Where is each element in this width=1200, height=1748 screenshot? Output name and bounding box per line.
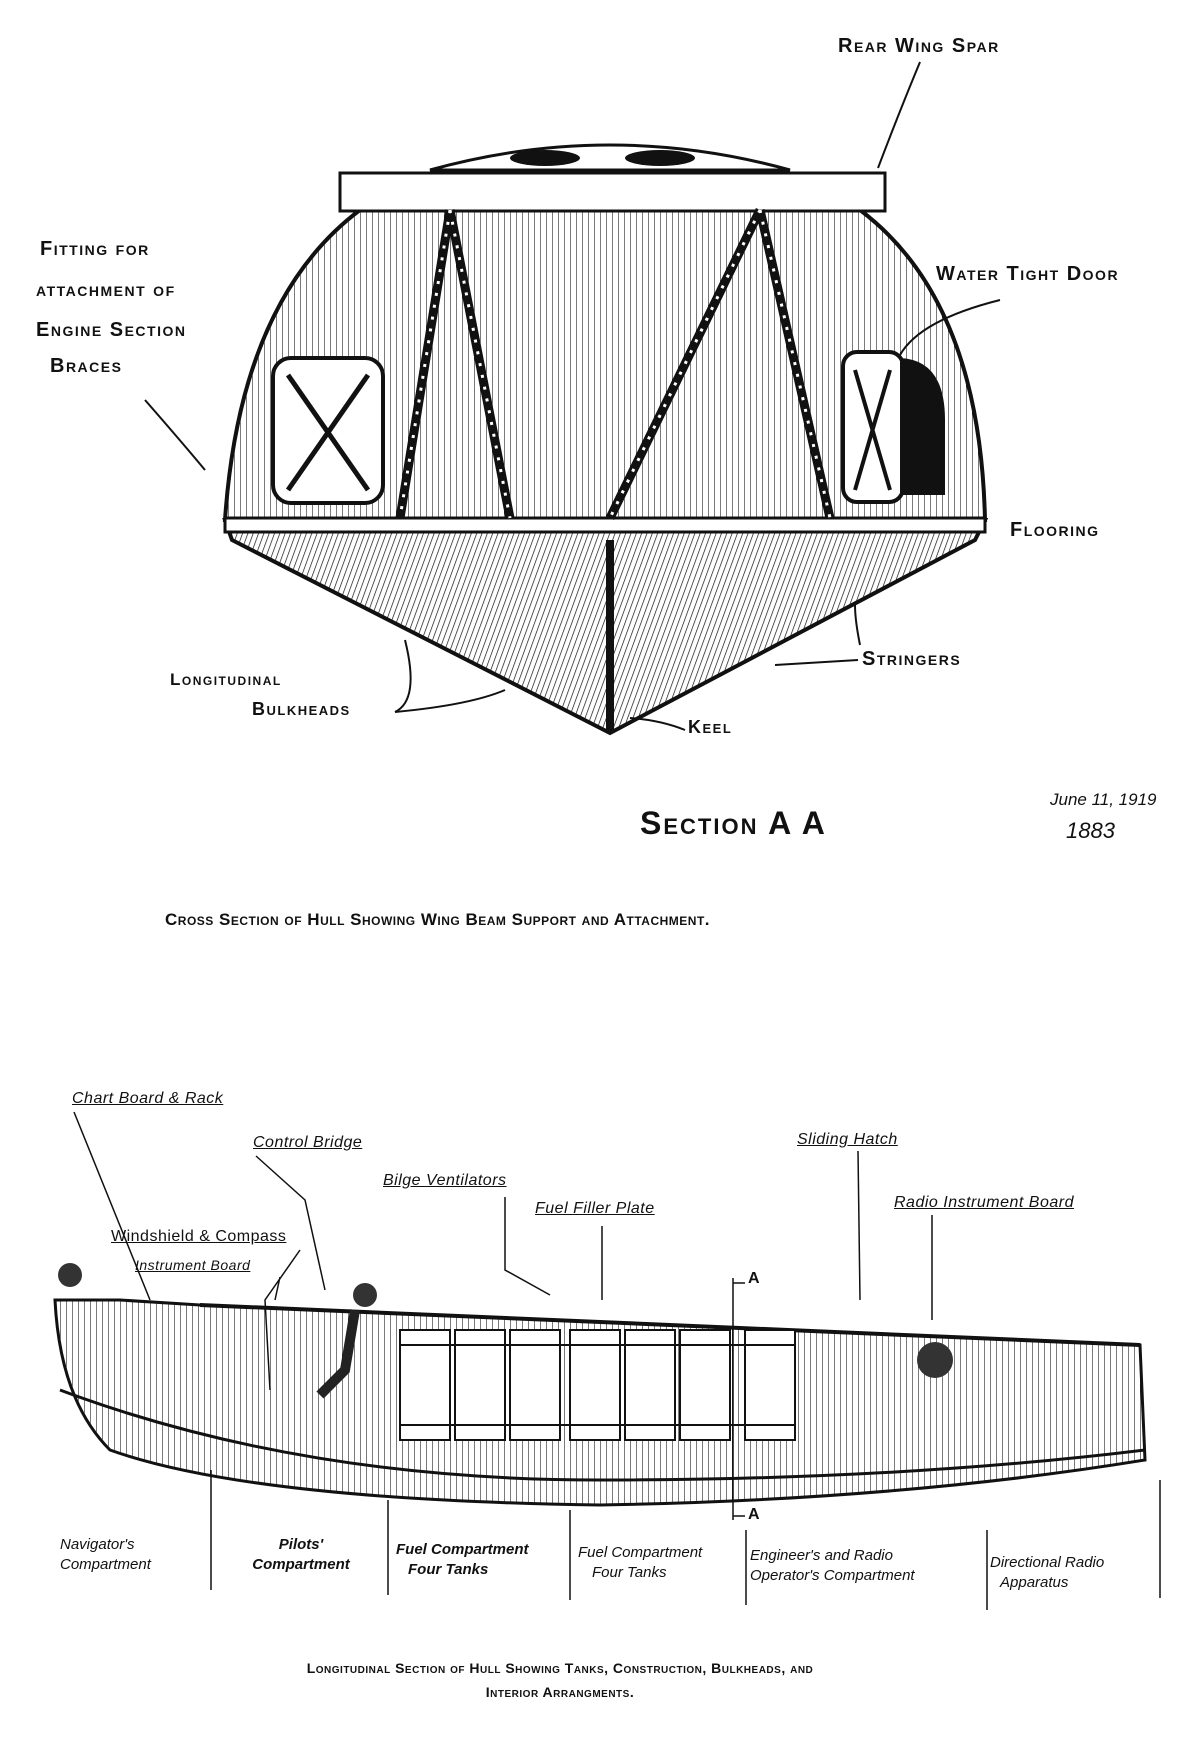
- compartment-label: Four Tanks: [408, 1561, 489, 1579]
- compartment-dividers: [210, 1470, 1161, 1610]
- drawing-number: 1883: [1066, 818, 1115, 843]
- label-fitting-line2: attachment of: [36, 279, 176, 301]
- label-fitting-line3: Engine Section: [36, 319, 187, 341]
- cross-section-hull: [222, 143, 989, 736]
- label-longitudinal: Longitudinal: [170, 670, 282, 689]
- label-keel: Keel: [688, 717, 733, 737]
- section-marker-top: A: [748, 1270, 760, 1287]
- longitudinal-caption-line2: Interior Arrangments.: [485, 1684, 635, 1700]
- label-control-bridge: Control Bridge: [253, 1134, 363, 1151]
- compartment-label: Navigator's: [60, 1536, 135, 1553]
- compartment-label: Pilots': [278, 1536, 324, 1553]
- label-water-tight-door: Water Tight Door: [936, 263, 1120, 285]
- compartment-label: Directional Radio: [990, 1554, 1105, 1571]
- leader-lines: [144, 61, 1001, 731]
- compartment-label: Compartment: [252, 1556, 350, 1574]
- section-title: Section A A: [640, 805, 827, 841]
- label-bulkheads: Bulkheads: [252, 699, 351, 719]
- label-radio-instrument-board: Radio Instrument Board: [894, 1194, 1074, 1211]
- compartment-label: Four Tanks: [592, 1564, 667, 1582]
- compartment-label: Apparatus: [1000, 1574, 1069, 1592]
- compartment-label: Engineer's and Radio: [750, 1547, 893, 1564]
- label-bilge-ventilators: Bilge Ventilators: [383, 1172, 507, 1189]
- label-stringers: Stringers: [862, 648, 962, 670]
- label-instrument-board: Instrument Board: [135, 1257, 251, 1273]
- label-fitting-line1: Fitting for: [40, 238, 150, 260]
- label-sliding-hatch: Sliding Hatch: [797, 1131, 898, 1148]
- compartment-label: Operator's Compartment: [750, 1567, 915, 1585]
- cross-section-caption: Cross Section of Hull Showing Wing Beam …: [165, 910, 711, 929]
- compartment-label: Compartment: [60, 1556, 151, 1574]
- compartment-label: Fuel Compartment: [396, 1541, 529, 1558]
- longitudinal-caption-line1: Longitudinal Section of Hull Showing Tan…: [306, 1660, 814, 1676]
- label-rear-wing-spar: Rear Wing Spar: [838, 35, 1000, 57]
- label-flooring: Flooring: [1010, 519, 1100, 541]
- rear-wing-spar: [338, 171, 887, 213]
- label-chart-board: Chart Board & Rack: [72, 1090, 224, 1107]
- longitudinal-hull: [53, 1263, 1147, 1507]
- drawing-date: June 11, 1919: [1050, 790, 1157, 809]
- label-fitting-line4: Braces: [50, 355, 123, 377]
- label-windshield-compass: Windshield & Compass: [111, 1228, 287, 1245]
- longitudinal-leader-lines: [73, 1111, 933, 1520]
- compartment-label: Fuel Compartment: [578, 1544, 703, 1561]
- compartment-pilots: Pilots' Compartment: [226, 1535, 376, 1576]
- label-fuel-filler-plate: Fuel Filler Plate: [535, 1200, 655, 1217]
- section-marker-bottom: A: [748, 1506, 760, 1523]
